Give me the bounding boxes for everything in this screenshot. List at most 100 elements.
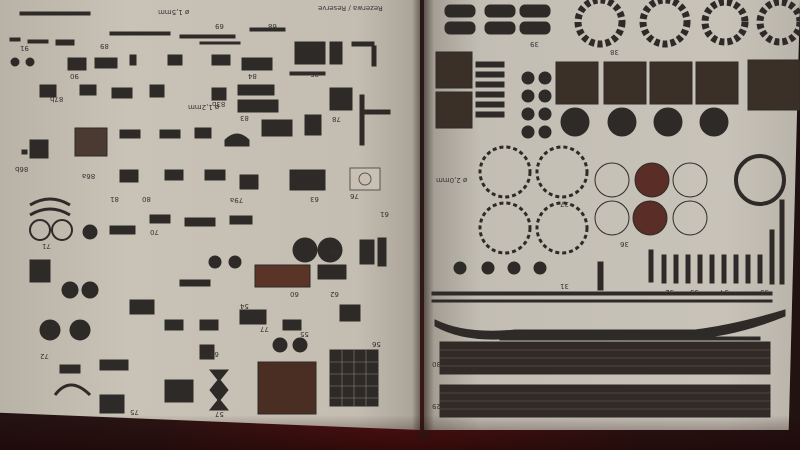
foreground-shadow: [0, 415, 800, 450]
part-label: 68: [268, 22, 277, 30]
part-block: [282, 319, 302, 331]
part-label: 83: [240, 114, 249, 122]
part-block: [194, 127, 212, 139]
part-small: [167, 54, 183, 66]
part-circle-outline: [358, 172, 372, 186]
part-label: 79a: [230, 196, 244, 204]
part-strip: [351, 41, 375, 47]
part-label: 81: [110, 195, 119, 203]
part-label: 90: [70, 72, 79, 80]
part-label: 78: [332, 115, 341, 123]
part-ring: [51, 219, 73, 241]
part-small: [55, 39, 75, 46]
part-label: 80: [142, 195, 151, 203]
part-label: 33: [690, 288, 699, 296]
part-label: 31: [560, 282, 569, 290]
part-label: 37: [560, 200, 569, 208]
note-diameter: ø 2,0mm: [436, 176, 468, 184]
part-label: 72: [40, 352, 49, 360]
part-label: 69: [215, 22, 224, 30]
part-disc: [82, 224, 98, 240]
part-block: [184, 217, 216, 227]
part-disc: [228, 255, 242, 269]
part-label: 66: [330, 248, 339, 256]
part-block: [164, 169, 184, 181]
part-label: 70: [150, 228, 159, 236]
part-curve: [29, 197, 71, 207]
part-label: 36: [620, 240, 629, 248]
part-block: [79, 84, 97, 96]
part-block: [119, 169, 139, 183]
part-disc: [61, 281, 79, 299]
part-block: [59, 364, 81, 374]
part-ring: [29, 219, 51, 241]
part-block: [67, 57, 87, 71]
part-label: 55: [300, 330, 309, 338]
part-block: [329, 87, 353, 111]
part-label: 71: [42, 242, 51, 250]
note-diameter: ø 1,5mm: [158, 8, 190, 16]
part-block: [199, 344, 215, 360]
part-block: [241, 57, 273, 71]
right-page-parts: [431, 0, 800, 418]
part-block: [317, 264, 347, 280]
book-gutter: [412, 0, 434, 440]
part-block: [204, 169, 226, 181]
part-strip: [109, 31, 171, 36]
part-label: 34: [720, 288, 729, 296]
part-label: 39: [530, 40, 539, 48]
part-block: [239, 309, 267, 325]
part-label: 87b: [50, 95, 64, 103]
part-block: [39, 84, 57, 98]
gear-row: [574, 0, 800, 48]
part-label: 64: [210, 350, 219, 358]
part-block: [129, 299, 155, 315]
part-strip: [19, 11, 91, 16]
part-disc: [69, 319, 91, 341]
part-disc: [81, 281, 99, 299]
part-curve: [29, 207, 71, 217]
part-block: [304, 114, 322, 136]
part-label: 32: [665, 288, 674, 296]
part-disc: [208, 255, 222, 269]
part-square: [747, 59, 800, 111]
part-label: 86a: [82, 172, 96, 180]
part-label: 61: [380, 210, 389, 218]
part-label: 62: [330, 290, 339, 298]
part-block: [29, 259, 51, 283]
part-label: 86b: [15, 165, 29, 173]
part-curve: [53, 383, 92, 397]
part-block: [359, 239, 375, 265]
part-strip: [199, 41, 241, 45]
part-block: [239, 174, 259, 190]
part-block: [164, 319, 184, 331]
part-square: [435, 51, 473, 89]
part-small: [27, 39, 49, 44]
part-square: [649, 61, 693, 105]
part-label: 77: [260, 325, 269, 333]
part-strip: [179, 34, 236, 39]
part-block: [149, 84, 165, 98]
part-square: [555, 61, 599, 105]
part-label: 91: [20, 44, 29, 52]
part-block: [237, 84, 275, 96]
part-block: [109, 225, 136, 235]
part-outline: [349, 167, 381, 191]
part-strip: [364, 109, 391, 115]
part-label: 76: [350, 192, 359, 200]
part-block: [149, 214, 171, 224]
part-wood-large: [257, 361, 317, 415]
part-label: 54: [240, 302, 249, 310]
part-label: 84: [248, 72, 257, 80]
part-zigzag: [208, 369, 230, 411]
part-label: 38: [610, 48, 619, 56]
part-disc: [39, 319, 61, 341]
part-disc: [10, 57, 20, 67]
part-label: 35: [760, 288, 769, 296]
part-block: [377, 237, 387, 267]
part-block: [229, 215, 253, 225]
part-label: 56: [372, 340, 381, 348]
part-block: [29, 139, 49, 159]
part-label: 83b: [212, 100, 226, 108]
